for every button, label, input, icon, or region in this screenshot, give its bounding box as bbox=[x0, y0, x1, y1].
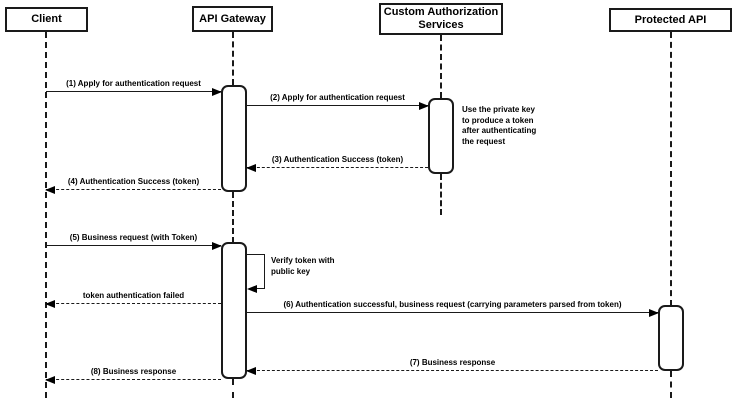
arrowhead-left-icon bbox=[45, 185, 55, 194]
arrowhead-right-icon bbox=[212, 87, 222, 96]
self-message-loop-top bbox=[247, 254, 265, 255]
lifeline-api-gateway-seg2 bbox=[232, 192, 234, 243]
self-message-loop-right bbox=[263, 254, 265, 288]
message-7-label: (7) Business response bbox=[409, 358, 496, 367]
message-8-label: (8) Business response bbox=[90, 367, 177, 376]
arrowhead-left-icon bbox=[246, 163, 256, 172]
activation-api-gateway-business bbox=[221, 242, 247, 379]
lifeline-protected-api-seg2 bbox=[670, 371, 672, 398]
activation-custom-auth bbox=[428, 98, 454, 174]
message-2-label: (2) Apply for authentication request bbox=[270, 93, 405, 102]
message-5-label: (5) Business request (with Token) bbox=[69, 233, 198, 242]
message-3-label: (3) Authentication Success (token) bbox=[271, 155, 404, 164]
message-8-arrow bbox=[45, 375, 221, 384]
arrowhead-right-icon bbox=[649, 308, 659, 317]
lifeline-protected-api-seg1 bbox=[670, 32, 672, 306]
message-1-label: (1) Apply for authentication request bbox=[66, 79, 201, 88]
message-5: (5) Business request (with Token) bbox=[46, 230, 222, 250]
arrowhead-left-icon bbox=[247, 284, 257, 293]
activation-api-gateway-auth bbox=[221, 85, 247, 192]
message-token-failed-label: token authentication failed bbox=[82, 291, 185, 300]
self-message-label: Verify token with public key bbox=[271, 256, 335, 276]
message-7-arrow bbox=[246, 366, 658, 375]
arrowhead-left-icon bbox=[45, 375, 55, 384]
message-4-arrow bbox=[45, 185, 221, 194]
message-7: (7) Business response bbox=[246, 355, 658, 375]
actor-label-client: Client bbox=[31, 13, 62, 25]
message-2-arrow bbox=[247, 101, 429, 110]
message-6-label: (6) Authentication successful, business … bbox=[283, 300, 622, 309]
message-4-label: (4) Authentication Success (token) bbox=[67, 177, 200, 186]
actor-box-protected-api: Protected API bbox=[609, 8, 732, 32]
message-1-arrow bbox=[46, 87, 222, 96]
self-message-loop-bottom bbox=[249, 288, 265, 289]
activation-protected-api bbox=[658, 305, 684, 371]
message-3: (3) Authentication Success (token) bbox=[246, 152, 428, 172]
message-2: (2) Apply for authentication request bbox=[247, 90, 429, 110]
lifeline-api-gateway-seg1 bbox=[232, 32, 234, 85]
actor-label-protected-api: Protected API bbox=[634, 13, 707, 26]
message-token-failed-arrow bbox=[45, 299, 221, 308]
note-private-key: Use the private key to produce a token a… bbox=[462, 105, 537, 146]
message-6-arrow bbox=[247, 308, 659, 317]
arrowhead-right-icon bbox=[419, 101, 429, 110]
lifeline-custom-auth-seg1 bbox=[440, 35, 442, 98]
message-5-arrow bbox=[46, 241, 222, 250]
message-1: (1) Apply for authentication request bbox=[46, 76, 222, 96]
arrowhead-left-icon bbox=[45, 299, 55, 308]
actor-box-custom-authorization-services: Custom Authorization Services bbox=[379, 3, 503, 35]
arrowhead-left-icon bbox=[246, 366, 256, 375]
actor-label-custom-authorization-services: Custom Authorization Services bbox=[383, 6, 499, 31]
message-3-arrow bbox=[246, 163, 428, 172]
arrowhead-right-icon bbox=[212, 241, 222, 250]
lifeline-api-gateway-seg3 bbox=[232, 379, 234, 398]
actor-box-api-gateway: API Gateway bbox=[192, 6, 273, 32]
message-4: (4) Authentication Success (token) bbox=[45, 174, 221, 194]
lifeline-client bbox=[45, 32, 47, 398]
actor-label-api-gateway: API Gateway bbox=[199, 12, 266, 25]
message-8: (8) Business response bbox=[45, 364, 221, 384]
lifeline-custom-auth-seg2 bbox=[440, 174, 442, 215]
message-token-failed: token authentication failed bbox=[45, 288, 221, 308]
message-6: (6) Authentication successful, business … bbox=[247, 297, 659, 317]
actor-box-client: Client bbox=[5, 7, 88, 32]
